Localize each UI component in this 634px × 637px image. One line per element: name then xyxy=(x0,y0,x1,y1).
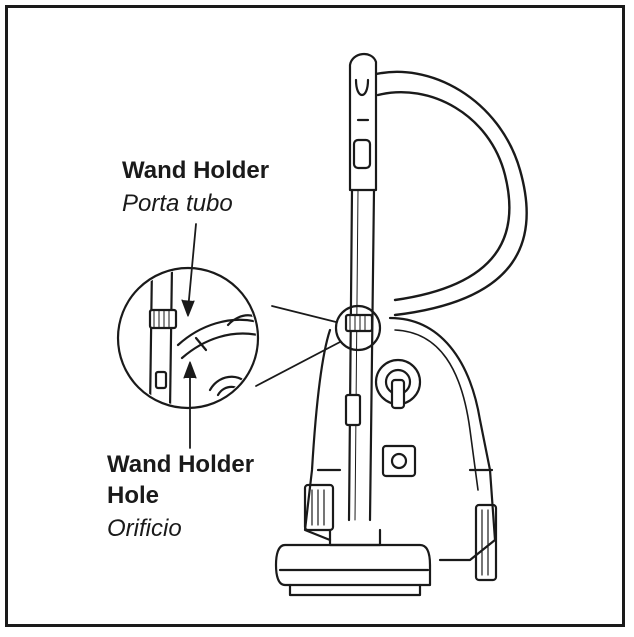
vacuum-body xyxy=(303,316,498,582)
label-wand-holder-hole-line1: Wand Holder xyxy=(107,451,255,478)
wand-tube xyxy=(347,188,376,522)
label-porta-tubo: Porta tubo xyxy=(122,190,233,217)
floor-nozzle xyxy=(274,528,432,597)
detail-magnifier xyxy=(116,266,260,410)
vacuum-hose xyxy=(370,70,528,317)
zoom-line-top xyxy=(271,305,337,323)
wand-holder-hole-arrow xyxy=(183,361,197,449)
wand-handle xyxy=(348,53,378,192)
wand-holder-arrow xyxy=(181,223,197,317)
label-orificio: Orificio xyxy=(107,515,182,542)
wand-holder-callout-small xyxy=(334,304,382,352)
label-wand-holder: Wand Holder xyxy=(122,157,270,184)
label-wand-holder-hole-line2: Hole xyxy=(107,482,160,509)
zoom-line-bottom xyxy=(255,341,341,387)
